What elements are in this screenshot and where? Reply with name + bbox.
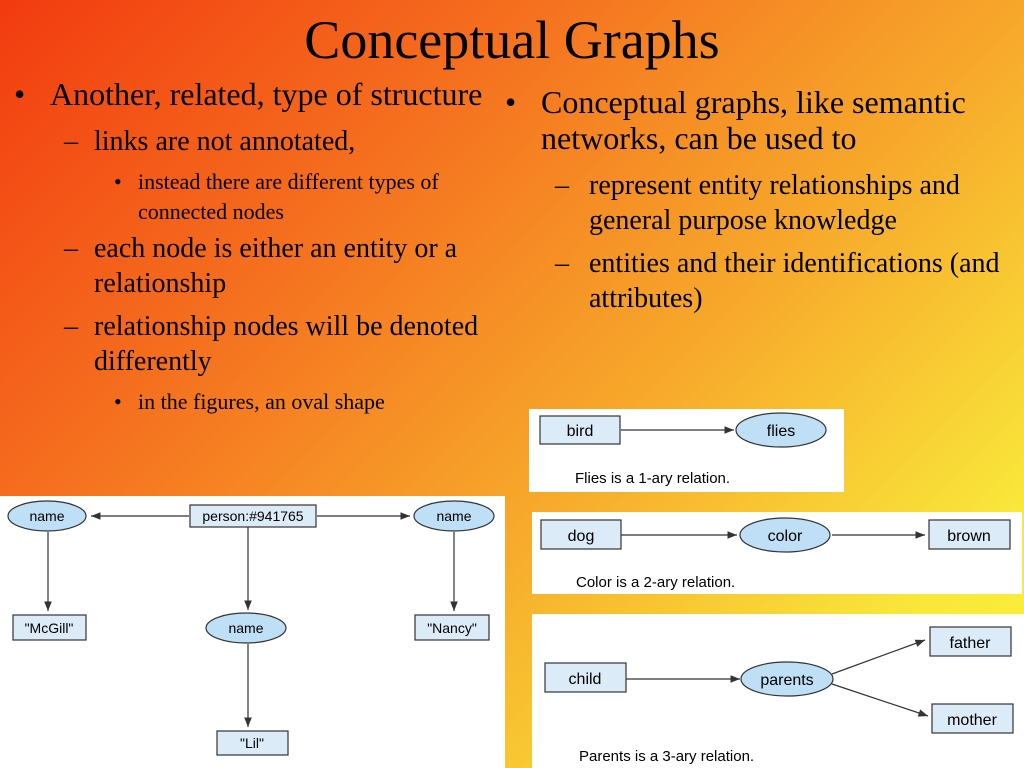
dash-marker: –: [64, 126, 78, 157]
sub-bullet-text: represent entity relationships and gener…: [589, 170, 960, 236]
relation-label: name: [29, 508, 64, 524]
bullet-text: Conceptual graphs, like semantic network…: [541, 84, 966, 156]
slide-title: Conceptual Graphs: [304, 10, 720, 70]
color-diagram-panel: dog color brown Color is a 2-ary relatio…: [532, 512, 1022, 594]
dash-marker: –: [555, 248, 569, 279]
value-label: "Lil": [240, 735, 264, 751]
entity-node: [189, 504, 317, 528]
bullet-text: Another, related, type of structure: [50, 76, 483, 112]
bullet-item: • Another, related, type of structure: [14, 76, 494, 112]
sub-bullet-item: – entities and their identifications (an…: [505, 246, 1020, 316]
edge-line: [831, 639, 926, 675]
entity-label: dog: [568, 528, 595, 545]
color-diagram: dog color brown Color is a 2-ary relatio…: [540, 517, 1011, 591]
bullet-marker: •: [14, 76, 26, 112]
value-label: father: [950, 635, 992, 652]
entity-node: [544, 662, 627, 693]
value-label: "McGill": [25, 620, 74, 636]
value-node: [414, 614, 490, 641]
value-label: brown: [947, 528, 991, 545]
sub-sub-bullet-text: in the figures, an oval shape: [138, 389, 385, 414]
diagram-caption: Parents is a 3-ary relation.: [579, 748, 754, 765]
edge-line: [831, 683, 929, 717]
sub-bullet-text: relationship nodes will be denoted diffe…: [94, 311, 479, 377]
parents-diagram: child parents father mother Parents is a…: [544, 626, 1014, 765]
flies-diagram-panel: bird flies Flies is a 1-ary relation.: [529, 409, 844, 492]
sub-sub-bullet-item: • instead there are different types of c…: [14, 167, 494, 227]
bullet-marker: •: [114, 389, 122, 414]
relation-label: name: [228, 620, 263, 636]
entity-label: child: [569, 671, 602, 688]
sub-bullet-text: links are not annotated,: [94, 126, 356, 157]
value-node: [216, 730, 289, 756]
sub-sub-bullet-item: • in the figures, an oval shape: [14, 387, 494, 417]
dash-marker: –: [64, 311, 78, 342]
sub-bullet-item: – represent entity relationships and gen…: [505, 168, 1020, 238]
value-node: [929, 626, 1012, 657]
diagram-caption: Flies is a 1-ary relation.: [575, 470, 730, 487]
sub-bullet-item: – relationship nodes will be denoted dif…: [14, 309, 494, 379]
person-diagram-panel: name person:#941765 name "McGill" name "…: [0, 496, 505, 768]
relation-node: [413, 500, 495, 532]
relation-node: [205, 612, 287, 644]
relation-node: [740, 661, 834, 697]
sub-sub-bullet-text: instead there are different types of con…: [138, 169, 439, 224]
sub-bullet-text: each node is either an entity or a relat…: [94, 233, 458, 299]
entity-label: bird: [567, 423, 594, 440]
sub-bullet-item: – each node is either an entity or a rel…: [14, 231, 494, 301]
relation-label: flies: [767, 423, 795, 440]
relation-label: parents: [760, 672, 813, 689]
parents-diagram-panel: child parents father mother Parents is a…: [532, 614, 1024, 768]
bullet-item: • Conceptual graphs, like semantic netwo…: [505, 84, 1020, 156]
relation-label: name: [436, 508, 471, 524]
diagram-caption: Color is a 2-ary relation.: [576, 574, 735, 591]
dash-marker: –: [64, 233, 78, 264]
left-bullet-list: • Another, related, type of structure – …: [14, 76, 494, 421]
value-label: "Nancy": [427, 620, 477, 636]
right-bullet-list: • Conceptual graphs, like semantic netwo…: [505, 84, 1020, 324]
relation-node: [735, 412, 827, 448]
value-node: [931, 703, 1014, 734]
entity-node: [539, 415, 621, 445]
dash-marker: –: [555, 170, 569, 201]
person-diagram: name person:#941765 name "McGill" name "…: [7, 500, 495, 756]
sub-bullet-text: entities and their identifications (and …: [589, 248, 1000, 314]
value-node: [12, 614, 87, 641]
relation-node: [7, 500, 87, 532]
relation-node: [739, 517, 831, 553]
value-label: mother: [947, 712, 997, 729]
value-node: [928, 519, 1011, 550]
flies-diagram: bird flies Flies is a 1-ary relation.: [539, 412, 827, 487]
relation-label: color: [768, 528, 803, 545]
bullet-marker: •: [505, 84, 517, 120]
entity-label: person:#941765: [202, 508, 303, 524]
entity-node: [540, 519, 622, 550]
bullet-marker: •: [114, 169, 122, 194]
sub-bullet-item: – links are not annotated,: [14, 124, 494, 159]
